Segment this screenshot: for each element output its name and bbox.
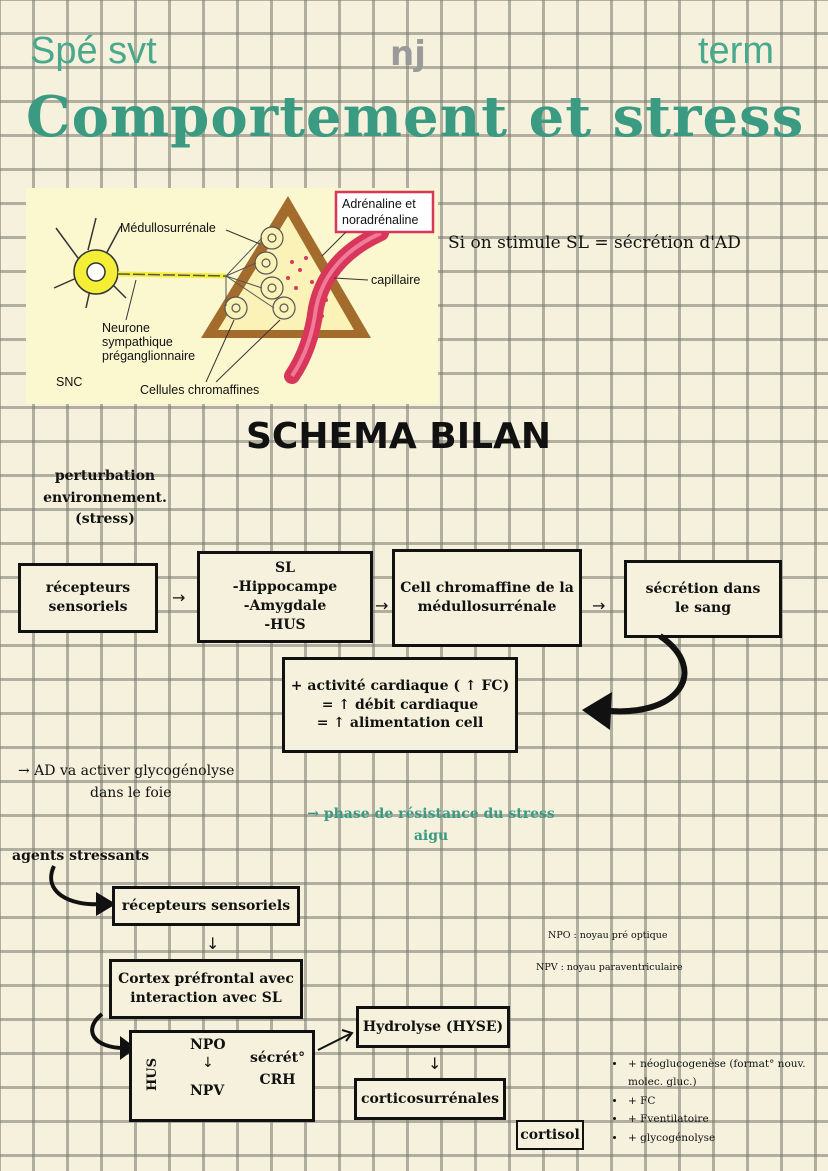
down-arrow-3: ↓ — [428, 1054, 442, 1073]
glycogenolyse-note: → AD va activer glycogénolyse dans le fo… — [18, 763, 235, 802]
curved-arrow-3 — [90, 1012, 136, 1060]
neurone-label-3: préganglionnaire — [102, 349, 195, 363]
stimulation-note: Si on stimule SL = sécrétion d'AD — [448, 233, 741, 253]
flow-arrow-2: → — [375, 596, 389, 615]
diagonal-arrow — [317, 1029, 354, 1051]
hus-box: HUS NPO ↓ NPV sécrét°CRH — [129, 1030, 315, 1122]
cardiac-effects-box: + activité cardiaque ( ↑ FC)= ↑ débit ca… — [282, 657, 518, 753]
page-title: Comportement et stress — [26, 84, 805, 150]
flow-arrow-3: → — [592, 596, 606, 615]
npv-label: NPV — [190, 1083, 225, 1099]
neurone-label-2: sympathique — [102, 335, 173, 349]
corticosurrenales-box: corticosurrénales — [354, 1078, 506, 1120]
capillaire-label: capillaire — [371, 273, 420, 287]
snc-label: SNC — [56, 375, 82, 389]
medullo-label: Médullosurrénale — [120, 221, 216, 235]
effect-item: + FC — [626, 1092, 826, 1110]
phase-note: → phase de résistance du stress aigu — [307, 806, 555, 845]
effect-item: + glycogénolyse — [626, 1129, 826, 1147]
schema-title: SCHEMA BILAN — [246, 416, 552, 457]
level-label: term — [698, 30, 774, 72]
down-arrow-2: ↓ — [202, 1055, 214, 1071]
adrenaline-label-2: noradrénaline — [342, 213, 418, 227]
curved-arrow-1 — [582, 633, 688, 730]
neurone-label-1: Neurone — [102, 321, 150, 335]
sl-box: SL-Hippocampe-Amygdale-HUS — [197, 551, 373, 643]
adrenaline-label-1: Adrénaline et — [342, 197, 416, 211]
effect-item: + Fventilatoire — [626, 1110, 826, 1128]
neuron-drawing — [53, 217, 227, 309]
curved-arrow-2 — [49, 865, 116, 916]
cortisol-effects-list: + néoglucogenèse (format° nouv. molec. g… — [612, 1055, 826, 1147]
secret-crh-label: sécrét°CRH — [250, 1050, 306, 1089]
hydrolyse-box: Hydrolyse (HYSE) — [356, 1006, 510, 1048]
npo-label: NPO — [190, 1037, 226, 1053]
adrenal-medulla-diagram: Adrénaline et noradrénaline Médullosurré… — [26, 188, 438, 404]
hus-label: HUS — [145, 1057, 161, 1092]
perturbation-label: perturbation environnement. (stress) — [43, 468, 167, 528]
chromaffines-label: Cellules chromaffines — [140, 383, 259, 397]
flow-arrow-1: → — [172, 588, 186, 607]
effect-item: + néoglucogenèse (format° nouv. molec. g… — [626, 1055, 826, 1092]
npv-definition: NPV : noyau paraventriculaire — [536, 962, 683, 973]
author-initials: nj — [390, 34, 426, 74]
recepteurs-sensoriels-box: récepteurs sensoriels — [112, 886, 300, 926]
subject-label: Spé svt — [30, 30, 157, 72]
down-arrow-1: ↓ — [206, 934, 220, 953]
cortisol-box: cortisol — [516, 1120, 584, 1150]
npo-definition: NPO : noyau pré optique — [548, 930, 668, 941]
agents-stressants-label: agents stressants — [12, 848, 150, 864]
